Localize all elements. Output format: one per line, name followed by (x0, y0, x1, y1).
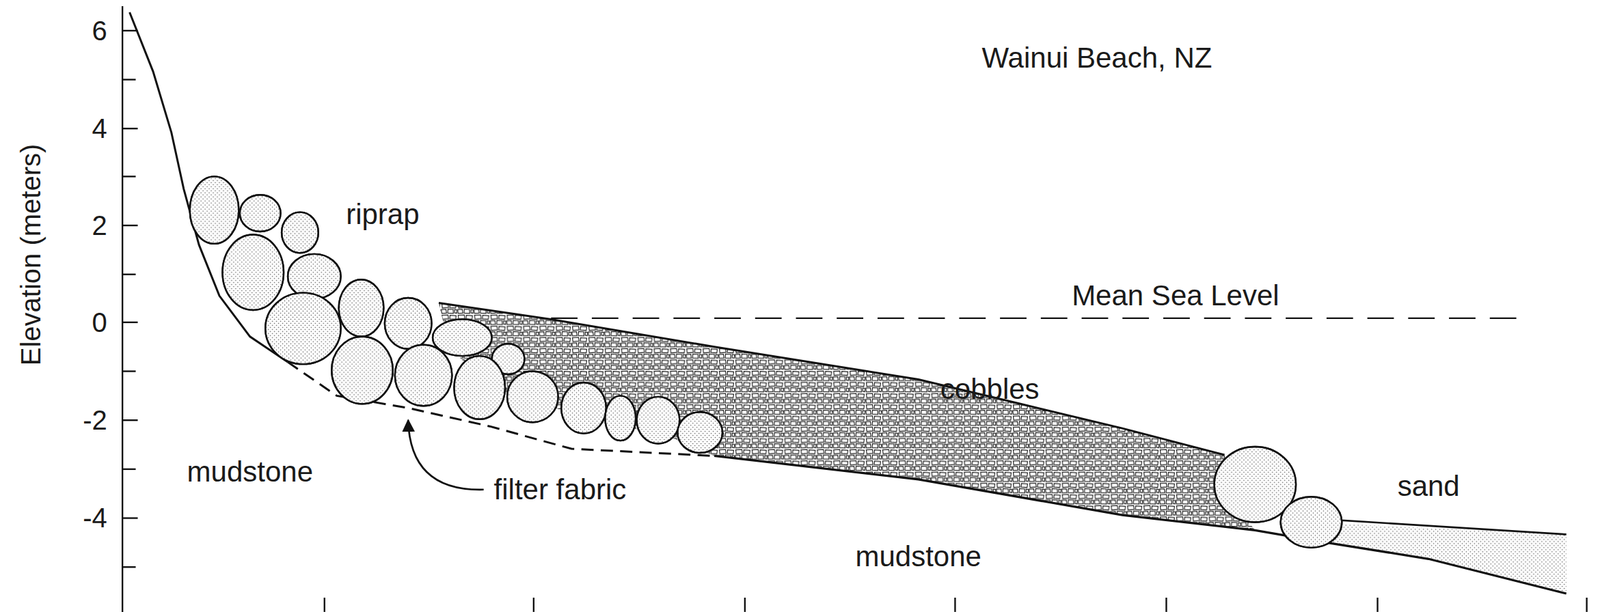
boulder-base (507, 371, 559, 424)
axis-tick-label: 6 (92, 15, 108, 46)
boulder (561, 382, 607, 435)
tick (122, 517, 138, 519)
boulder-base (677, 412, 723, 454)
boulder (239, 194, 281, 232)
tick (122, 370, 136, 372)
boulder-base (561, 382, 607, 435)
diagram-title: Wainui Beach, NZ (982, 42, 1213, 74)
tick (323, 598, 326, 612)
tick (122, 566, 136, 568)
boulder (384, 297, 432, 350)
boulder (507, 371, 559, 424)
axis-tick-label: 4 (92, 113, 108, 144)
tick (122, 419, 138, 422)
sand-surface (1306, 518, 1567, 536)
boulder (287, 254, 342, 300)
cobble-surface (438, 303, 1225, 456)
callout-label: filter fabric (494, 474, 627, 506)
material-label: mudstone (187, 456, 314, 488)
axis-tick-label: 0 (92, 307, 108, 338)
leader-arrow (408, 420, 484, 491)
mudstone-surface (714, 455, 1567, 594)
tick (122, 274, 136, 276)
y-axis (121, 6, 124, 612)
material-label: Mean Sea Level (1071, 280, 1280, 312)
tick (122, 30, 138, 32)
boulder-base (239, 194, 281, 232)
axis-tick-label: -2 (82, 405, 108, 436)
boulder (395, 345, 453, 407)
boulder (604, 395, 636, 441)
tick (1585, 598, 1588, 612)
axis-title: Elevation (meters) (15, 144, 46, 367)
boulder (677, 412, 723, 454)
material-label: riprap (345, 198, 419, 230)
tick (1165, 598, 1167, 612)
tick (744, 598, 746, 612)
tick (954, 598, 956, 612)
material-label: mudstone (855, 541, 981, 573)
axis-tick-label: -4 (82, 503, 108, 534)
boulder-base (395, 345, 453, 407)
boulder-base (222, 234, 284, 310)
boulder (339, 279, 385, 337)
cobble-fill (438, 303, 1255, 532)
boulder (331, 336, 393, 405)
boulder-base (432, 319, 493, 357)
boulder-base (281, 212, 319, 254)
boulder (265, 293, 341, 365)
tick (122, 78, 136, 80)
riprap-boulders (190, 176, 1343, 548)
boulder-base (453, 356, 506, 420)
tick (122, 321, 138, 324)
boulder (190, 176, 240, 244)
boulder (453, 356, 506, 420)
tick (122, 127, 138, 130)
tick (122, 224, 138, 227)
boulder-base (604, 395, 636, 441)
boulder-base (287, 254, 342, 300)
boulder-base (265, 293, 341, 365)
axes (122, 6, 1587, 612)
boulder (432, 319, 493, 357)
boulder-base (339, 279, 385, 337)
tick (1376, 598, 1378, 612)
boulder-base (331, 336, 393, 405)
tick (533, 598, 535, 612)
material-label: sand (1397, 470, 1460, 503)
tick (122, 468, 136, 471)
boulder (1280, 496, 1343, 549)
axis-tick-label: 2 (92, 210, 108, 241)
boulder (281, 212, 319, 254)
sea-level-line (550, 317, 1526, 320)
tick (122, 175, 136, 178)
boulder (222, 234, 284, 310)
boulder (636, 397, 681, 445)
boulder-base (190, 176, 240, 244)
boulder-base (1280, 496, 1343, 549)
mudstone-surface (129, 12, 288, 363)
boulder-base (384, 297, 432, 350)
material-label: cobbles (940, 373, 1040, 406)
boulder-base (636, 397, 681, 445)
